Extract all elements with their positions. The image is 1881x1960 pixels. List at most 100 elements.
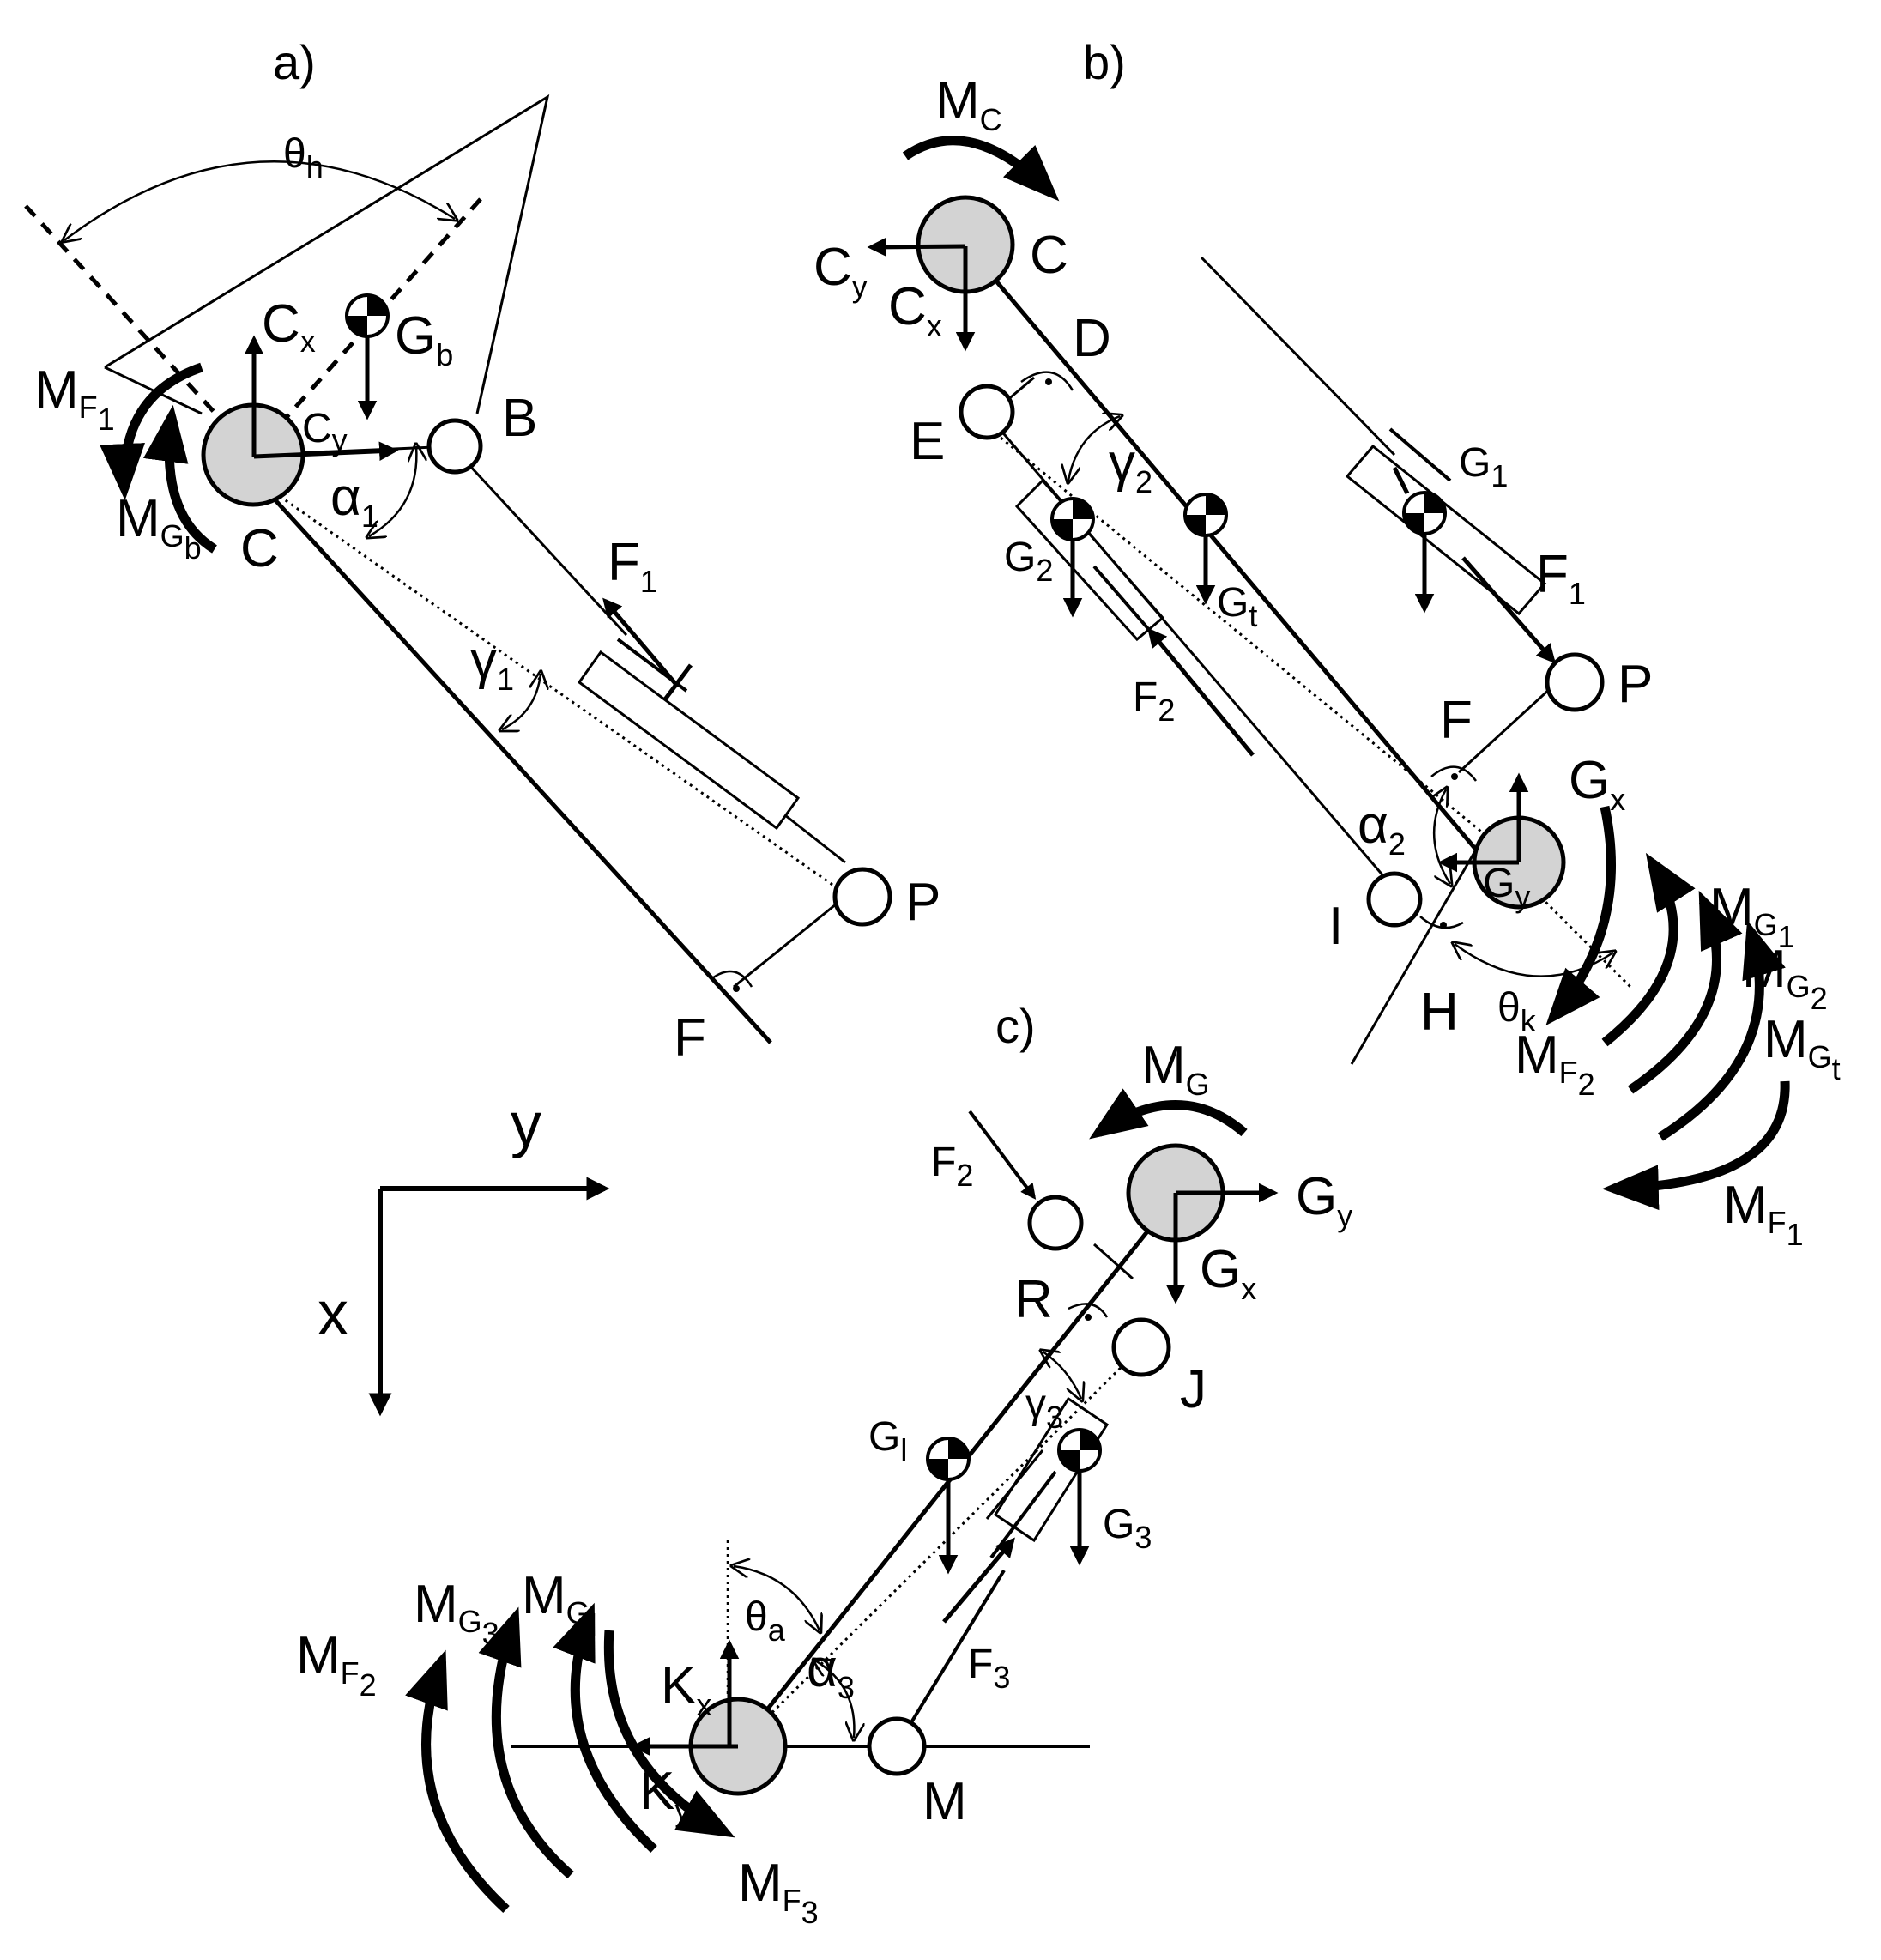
right-angle-dot-f: [1451, 773, 1458, 780]
cy-label: Cy: [302, 406, 348, 457]
cog-g1-icon: [1402, 491, 1447, 535]
force-f2-label: F2: [1133, 675, 1175, 728]
pin-p-label: P: [905, 873, 940, 932]
right-angle-mark-d: [1020, 371, 1074, 391]
cylinder-g3-guide: [985, 1449, 1044, 1520]
gamma2-arc: [1068, 416, 1120, 481]
moment-mgt-arrow: [1658, 920, 1786, 1141]
force-f1-arrow: [602, 597, 680, 688]
gy-label: Gy: [1296, 1167, 1352, 1233]
cog-gl-icon: [926, 1437, 971, 1481]
pin-m: [867, 1716, 927, 1776]
y-axis-label: y: [511, 1091, 541, 1159]
cylinder-g2-rod: [1092, 565, 1152, 632]
g3-label: G3: [1103, 1502, 1152, 1555]
cx-label: Cx: [888, 277, 942, 343]
body-outline: [104, 94, 550, 414]
cy-label: Cy: [813, 238, 868, 304]
force-f1-arrow: [1461, 556, 1556, 664]
line-k-j: [736, 1346, 1143, 1748]
panel-c-label: c): [995, 999, 1036, 1053]
right-angle-mark-r: [1068, 1303, 1109, 1318]
cog-gt-icon: [1183, 493, 1228, 537]
pin-j-label: J: [1180, 1360, 1207, 1419]
force-f1-label: F1: [1536, 545, 1586, 611]
cylinder-g2: [1014, 478, 1165, 642]
panel-b-label: b): [1083, 35, 1126, 89]
moment-mf2-arrow: [405, 1649, 510, 1914]
theta-a-label: θa: [745, 1594, 786, 1648]
x-axis-label: x: [318, 1279, 348, 1348]
pin-m-label: M: [922, 1772, 967, 1831]
right-angle-mark-f: [711, 970, 753, 988]
pin-i-label: I: [1328, 897, 1343, 956]
shank-beam: [964, 243, 1478, 851]
pin-b: [426, 418, 483, 475]
cylinder-g1-rod: [1388, 427, 1452, 482]
mgb-label: MGb: [116, 489, 202, 566]
link-p-f: [1457, 676, 1563, 774]
theta-h-arc: [64, 160, 455, 240]
mgl-label: MGl: [522, 1566, 597, 1642]
link-p-f: [733, 895, 846, 989]
moment-mf1-arrow: [1601, 1080, 1790, 1211]
pin-f2: [1027, 1195, 1084, 1251]
mgt-label: MGt: [1763, 1010, 1841, 1086]
cylinder-f1-piston: [663, 663, 693, 701]
panel-a: a) θh F1 α1 γ1 Cx Cy C: [24, 35, 940, 1068]
right-angle-dot-d: [1045, 378, 1052, 385]
joint-c-label: C: [1030, 226, 1068, 285]
mc-label: MC: [935, 71, 1002, 137]
cylinder-f1-end: [784, 814, 846, 864]
leg-beam-front: [895, 1569, 1006, 1748]
pin-p-label: P: [1618, 655, 1653, 714]
dashed-ray-left: [24, 204, 255, 457]
moment-mg2-arrow: [1627, 890, 1743, 1094]
panel-b: b) F1 F2 γ2 α2 θk: [813, 35, 1841, 1252]
alpha1-arc: [369, 446, 416, 536]
cylinder-g3: [993, 1396, 1110, 1543]
mg-label: MG: [1141, 1036, 1210, 1102]
right-angle-dot-r: [1085, 1314, 1092, 1321]
cylinder-g1: [1345, 444, 1547, 616]
alpha3-arc: [815, 1661, 854, 1738]
point-f-label: F: [1440, 691, 1473, 750]
force-f2-arrow: [968, 1110, 1037, 1200]
mf1-label: MF1: [1723, 1176, 1804, 1252]
force-f2-label: F2: [931, 1140, 973, 1193]
alpha2-arc: [1434, 789, 1450, 884]
g2-label: G2: [1004, 535, 1053, 588]
theta-k-label: θk: [1497, 985, 1537, 1038]
gx-label: Gx: [1569, 751, 1625, 817]
cog-gb-icon: [345, 293, 390, 338]
force-cy-arrow: [867, 237, 966, 257]
gt-label: Gt: [1217, 580, 1257, 633]
force-f1-label: F1: [608, 533, 657, 599]
pin-p: [1545, 652, 1605, 712]
theta-k-arc: [1455, 944, 1613, 977]
moment-mf3-arrow: [603, 1630, 735, 1838]
mf3-label: MF3: [738, 1854, 819, 1930]
moment-mg-arrow: [1089, 1088, 1248, 1140]
cylinder-f1: [577, 650, 801, 831]
point-f-label: F: [674, 1008, 706, 1068]
gx-label: Gx: [1200, 1240, 1256, 1306]
gamma2-label: γ2: [1109, 433, 1152, 499]
cog-g3-icon: [1057, 1428, 1102, 1473]
link-b-cylinder: [466, 462, 628, 637]
g1-label: G1: [1459, 440, 1508, 493]
gl-label: Gl: [868, 1414, 907, 1467]
moment-mgl-arrow: [553, 1602, 657, 1853]
moment-mf1-arrow: [100, 362, 203, 501]
cx-label: Cx: [262, 294, 316, 359]
gamma1-label: γ1: [470, 631, 514, 697]
moment-mf2-arrow: [1545, 805, 1616, 1026]
strut-upper-right: [1200, 256, 1396, 457]
pin-j: [1111, 1317, 1171, 1377]
mg2-label: MG2: [1742, 940, 1828, 1016]
point-h-label: H: [1420, 983, 1459, 1042]
kx-label: Kx: [661, 1656, 711, 1722]
gb-label: Gb: [395, 306, 453, 372]
line-c-p: [257, 479, 850, 898]
